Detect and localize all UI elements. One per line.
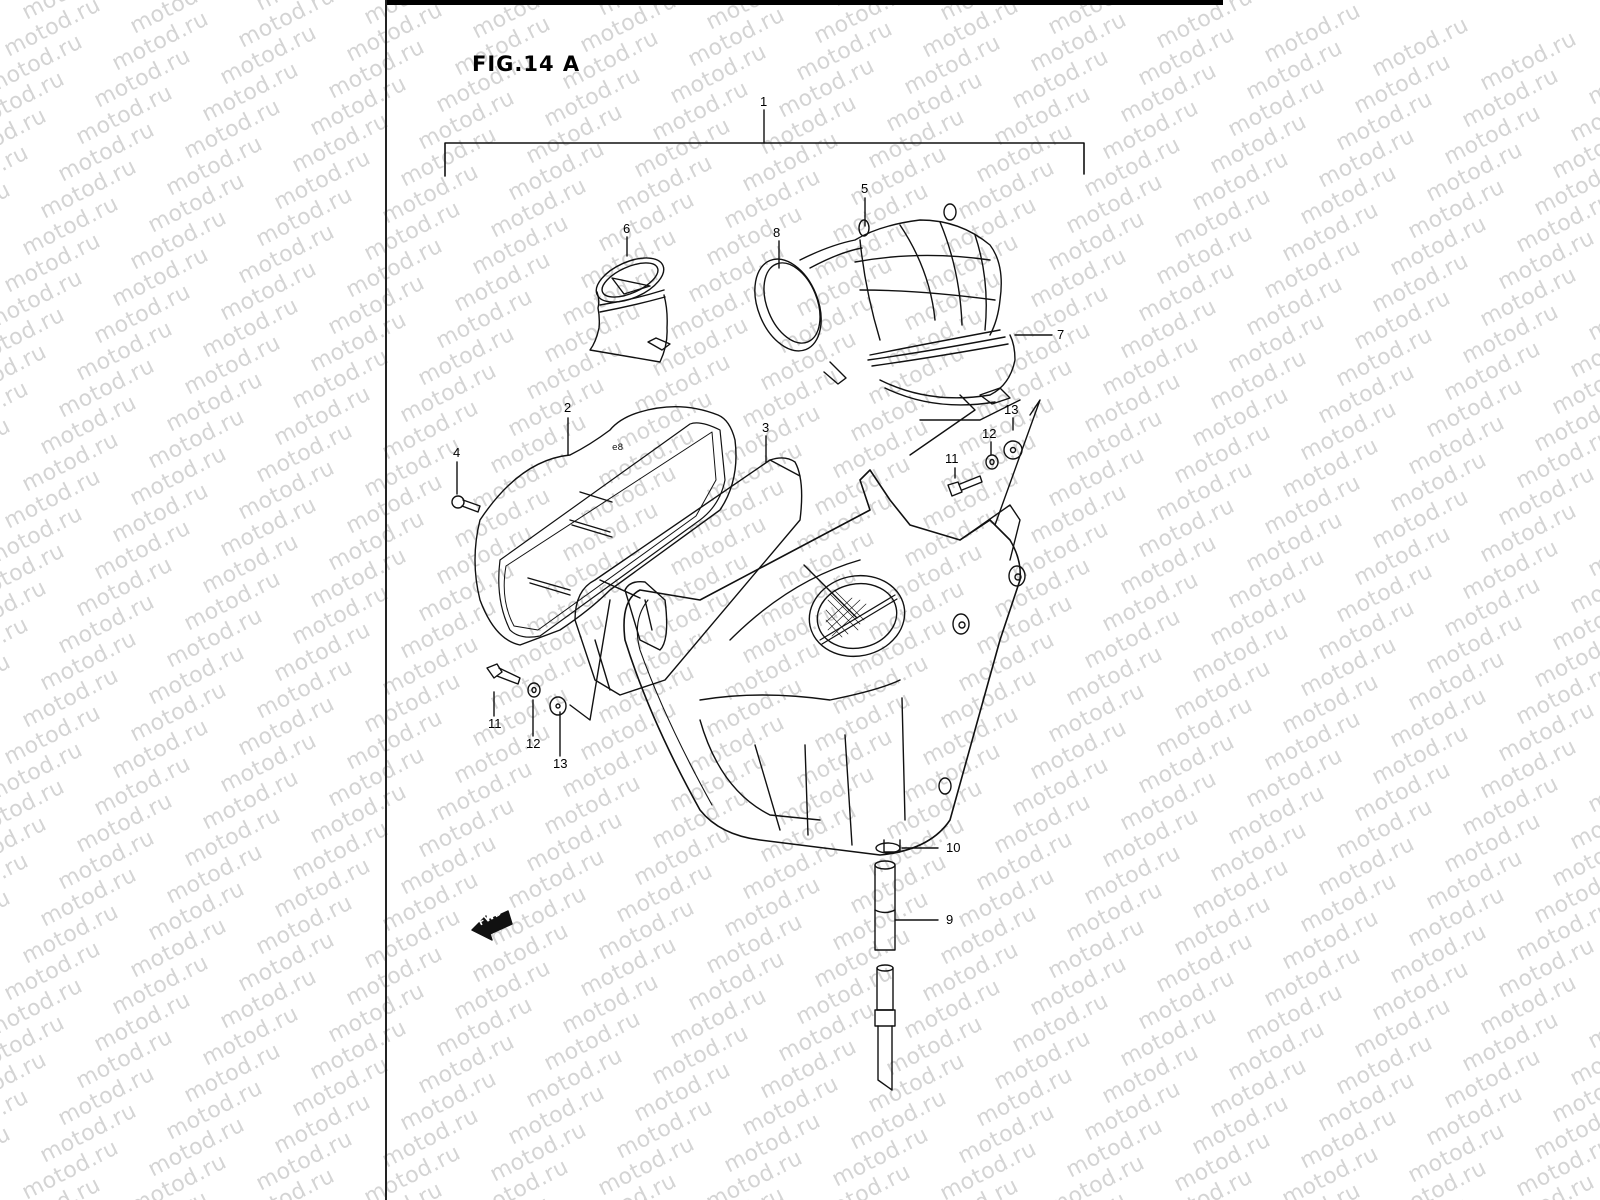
callout-5: 5 — [861, 181, 869, 196]
mesh-screen — [825, 589, 867, 638]
callout-10: 10 — [946, 840, 961, 855]
page-left-border — [385, 0, 387, 1200]
callout-8: 8 — [773, 225, 781, 240]
left-hardware-icon — [486, 663, 567, 716]
callout-2: 2 — [564, 400, 572, 415]
callout-9: 9 — [946, 912, 954, 927]
assembly-bracket — [444, 109, 1085, 177]
part-5-outlet-boot-icon — [754, 197, 1053, 406]
callout-13-left: 13 — [553, 756, 568, 771]
part-4-screw-icon — [451, 461, 481, 513]
page-top-border — [385, 0, 1223, 5]
forward-direction-arrow-icon — [471, 910, 513, 941]
callout-6: 6 — [623, 221, 631, 236]
figure-title: FIG.14 A — [472, 52, 581, 76]
callout-3: 3 — [762, 420, 770, 435]
part-6-inlet-duct-icon — [589, 236, 671, 363]
callout-7: 7 — [1057, 327, 1065, 342]
callout-12-left: 12 — [526, 736, 541, 751]
svg-text:e8: e8 — [612, 443, 624, 453]
callout-12-right: 12 — [982, 426, 997, 441]
leader-lines — [493, 394, 1041, 757]
right-hardware-icon — [947, 440, 1023, 497]
callout-4: 4 — [453, 445, 461, 460]
callout-1: 1 — [760, 94, 768, 109]
air-cleaner-housing-icon — [623, 469, 1026, 856]
callout-11-right: 11 — [945, 451, 959, 466]
part-9-drain-tube-icon — [874, 842, 939, 1091]
part-3-filter-element-icon — [574, 435, 803, 696]
part-2-cleaner-cap-icon: e8 — [474, 406, 737, 646]
callout-11-left: 11 — [488, 716, 502, 731]
callout-13-right: 13 — [1004, 402, 1019, 417]
